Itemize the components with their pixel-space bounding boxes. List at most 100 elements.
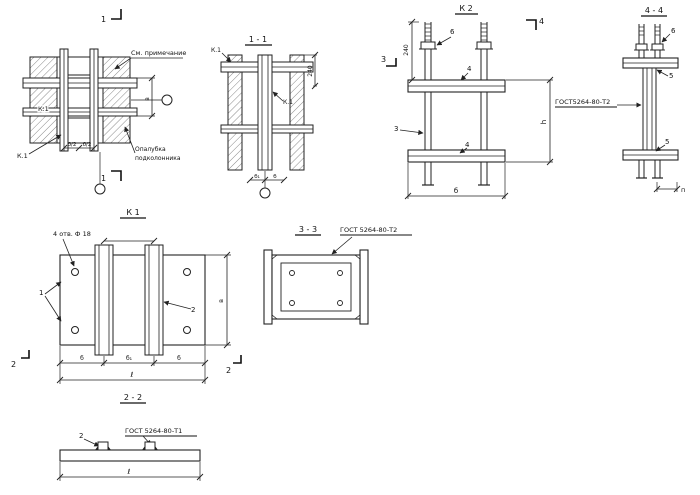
k1-marker-right-label: 2 [226,366,231,375]
s44-label-6: 6 [671,27,676,35]
plan-section-marker-top: 1 [101,9,122,24]
s44-bolts-bottom [636,160,663,179]
plan-dim-half-right: б/2 [83,142,92,148]
k2-cut-marker-3: 3 [381,55,397,67]
plan-marker-top-label: 1 [101,15,106,24]
plan-k1-inner-label: К.1 [38,105,49,113]
s44-gost-callout: ГОСТ5264-80-Т2 [555,98,642,108]
s44-label-5-top: 5 [669,72,673,80]
k2-label-6: 6 [450,28,455,36]
s44-callout-6: 6 [661,27,676,43]
section-2-2-title: 2 - 2 [120,393,146,404]
s44-callout-5-top: 5 [656,69,673,80]
section-4-4-drawing: 4 - 4 [555,6,685,194]
k1-dim-v-label: в [217,299,225,303]
view-k1-title-label: К 1 [126,208,139,217]
section-1-1-k1-top-label: К.1 [211,47,221,54]
k2-callout-4-bottom: 4 [459,141,470,154]
k1-marker-left-label: 2 [11,360,16,369]
s22-callout-2: 2 [79,432,100,447]
k2-callout-4-top: 4 [460,65,472,81]
k2-marker-3-label: 3 [381,55,386,64]
k1-cut-marker-left: 2 [11,350,30,369]
plan-k1-outer-callout: К.1 [17,134,62,160]
plan-bottom-dimension: б/2 б/2 [60,142,98,152]
section-1-1-k1-right-callout: К.1 [272,91,293,106]
k2-dim-b: б [404,163,509,200]
plan-view-drawing: 1 См. примечание К.1 К.1 Опалубка [17,9,186,195]
section-1-1-dim-240-label: 240 [307,65,314,77]
plan-dim-half-left: б/2 [68,142,77,148]
s22-dim-total: ℓ [56,462,204,481]
k1-dim-v: в [205,251,231,349]
section-2-2-drawing: 2 - 2 ГОСТ 5264-80-Т1 2 ℓ [56,393,204,481]
s44-label-5-bottom: 5 [665,138,669,146]
k1-dim-total-label: ℓ [130,371,134,379]
section-4-4-title: 4 - 4 [641,6,667,17]
section-1-1-axis-marker [259,171,271,199]
k2-label-3: 3 [394,125,398,133]
k1-callout-2: 2 [163,300,195,314]
plan-section-marker-bottom: 1 [101,170,122,183]
section-1-1-body [220,54,314,171]
section-1-1-title: 1 - 1 [245,35,272,46]
plan-formwork-callout: Опалубка подколонника [124,126,181,162]
section-3-3-title-label: 3 - 3 [299,225,317,234]
plan-dim-side: в [144,97,151,101]
k1-holes-label: 4 отв. Ф 18 [53,230,91,238]
view-k2-drawing: К 2 [381,4,554,200]
section-3-3-title: 3 - 3 [295,225,321,236]
k2-dim-240: 240 [403,18,419,84]
s22-label-2: 2 [79,432,83,440]
section-3-3-drawing: 3 - 3 ГОСТ 5264-80-Т2 [263,225,412,325]
plan-body [22,48,138,152]
k2-callout-6: 6 [436,28,455,46]
k1-holes-callout: 4 отв. Ф 18 [53,230,158,267]
view-k1-drawing: К 1 4 отв. Ф 18 [11,208,242,384]
section-4-4-title-label: 4 - 4 [645,6,663,15]
k2-label-4-bottom: 4 [465,141,470,149]
view-k2-title: К 2 [455,4,478,15]
section-1-1-title-label: 1 - 1 [249,35,267,44]
s33-gost-callout: ГОСТ 5264-80-Т2 [331,226,412,255]
k1-plate [59,254,206,346]
k1-dim-b-right: б [177,355,181,362]
k1-cut-marker-right: 2 [226,355,242,375]
s44-body [622,57,679,161]
k1-holes [71,268,191,334]
plan-formwork-label-1: Опалубка [135,146,166,153]
section-1-1-bottom-dimension: б₁ б [246,174,288,184]
plan-axis-circle-right [161,94,173,106]
section-1-1-axis-circle [259,187,271,199]
k1-dim-b1: б₁ [126,355,133,362]
k1-bottom-dimensions: б б₁ б ℓ [56,346,209,384]
s22-gost-label: ГОСТ 5264-80-Т1 [125,427,182,435]
k2-dim-h: h [506,76,554,166]
k2-marker-4-label: 4 [539,17,544,26]
section-1-1-dim-b: б [273,174,277,180]
section-1-1-drawing: 1 - 1 К.1 К.1 240 [211,35,319,199]
plan-k1-outer-label: К.1 [17,152,28,160]
k2-dim-b-label: б [454,187,458,195]
k2-callout-3: 3 [394,125,424,135]
s44-callout-5-bottom: 5 [655,138,669,152]
plan-side-dimension: в [137,74,156,120]
s33-gost-label: ГОСТ 5264-80-Т2 [340,226,397,234]
section-1-1-k1-right-label: К.1 [283,99,293,106]
section-1-1-dim-b1: б₁ [254,174,260,180]
plan-marker-bottom-label: 1 [101,174,106,183]
k1-channel-right [144,244,164,356]
k1-callout-1: 1 [39,281,62,322]
k2-dim-240-label: 240 [403,44,410,56]
s22-body [59,441,201,462]
section-1-1-dim-240: 240 [304,51,319,90]
k2-label-4-top: 4 [467,65,472,73]
s44-gost-label: ГОСТ5264-80-Т2 [555,98,610,106]
view-k1-title: К 1 [120,208,146,219]
s22-gost-callout: ГОСТ 5264-80-Т1 [125,427,197,446]
s44-bolts-top [634,24,665,58]
plan-note-callout: См. примечание [114,49,186,70]
k1-label-1: 1 [39,289,43,297]
s44-dim-p-label: п [681,186,685,194]
